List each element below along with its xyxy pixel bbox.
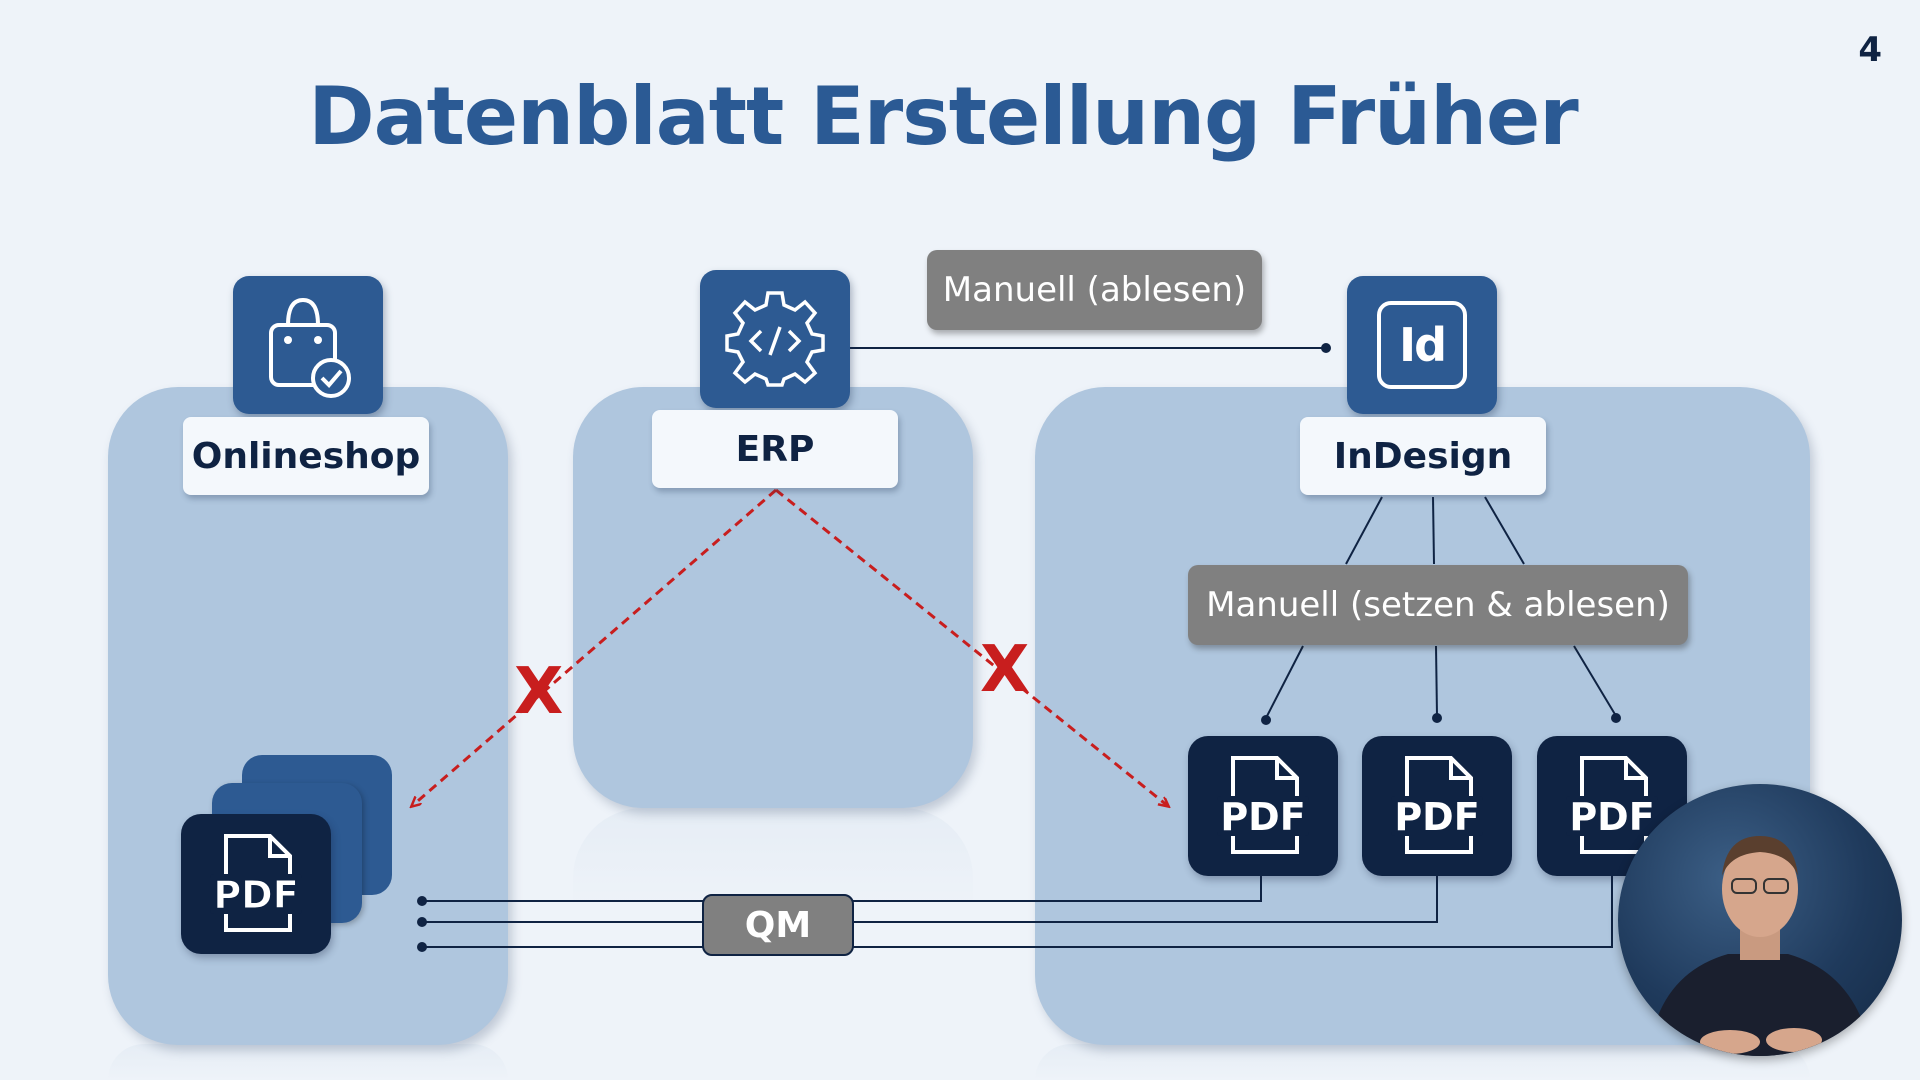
gear-code-icon — [725, 291, 825, 387]
onlineshop-tile — [233, 276, 383, 414]
shopping-bag-check-icon — [269, 297, 351, 398]
pdf-feed-dot-1 — [1261, 715, 1271, 725]
slide-title: Datenblatt Erstellung Früher — [308, 70, 1579, 163]
onlineshop-pdf-tile: PDF — [181, 814, 331, 954]
pdf-label: PDF — [1220, 795, 1305, 839]
indesign-icon: Id — [1377, 301, 1467, 389]
pdf-feed-dot-2 — [1432, 713, 1442, 723]
erp-label: ERP — [652, 410, 898, 488]
qm-line-2 — [422, 874, 1438, 923]
page-number: 4 — [1858, 30, 1882, 70]
pdf-feed-line-3 — [1573, 645, 1617, 717]
manual-read-box: Manuell (ablesen) — [927, 250, 1262, 330]
presenter-silhouette — [1648, 836, 1872, 1056]
indesign-fan-line-1 — [1345, 496, 1383, 565]
pdf-feed-line-2 — [1435, 645, 1438, 717]
blocked-x-right: X — [980, 633, 1030, 707]
panel-reflection-right — [1035, 1044, 1810, 1080]
presenter-video — [1618, 784, 1902, 1056]
indesign-tile: Id — [1347, 276, 1497, 414]
indesign-label: InDesign — [1300, 417, 1546, 495]
qm-line-1 — [422, 874, 1262, 902]
pdf-feed-dot-3 — [1611, 713, 1621, 723]
erp-indesign-endpoint — [1321, 343, 1331, 353]
qm-dot-1 — [417, 896, 427, 906]
erp-tile — [700, 270, 850, 408]
manual-set-read-box: Manuell (setzen & ablesen) — [1188, 565, 1688, 645]
pdf-label: PDF — [213, 873, 298, 917]
pdf-file-icon: PDF — [1217, 756, 1309, 854]
indesign-fan-line-3 — [1484, 496, 1525, 565]
indesign-pdf-tile-1: PDF — [1188, 736, 1338, 876]
pdf-label: PDF — [1569, 795, 1654, 839]
erp-to-indesign-blocked-arrow — [775, 488, 1168, 806]
blocked-x-left: X — [514, 655, 564, 729]
pdf-file-icon: PDF — [1391, 756, 1483, 854]
pdf-label: PDF — [1394, 795, 1479, 839]
pdf-feed-line-1 — [1265, 645, 1304, 719]
qm-line-3 — [422, 874, 1613, 948]
indesign-pdf-tile-2: PDF — [1362, 736, 1512, 876]
pdf-file-icon: PDF — [1566, 756, 1658, 854]
pdf-file-icon: PDF — [210, 834, 302, 932]
indesign-icon-text: Id — [1398, 318, 1447, 372]
indesign-fan-line-2 — [1432, 496, 1435, 565]
panel-reflection-middle — [573, 808, 973, 908]
panel-reflection-left — [108, 1044, 508, 1080]
qm-box: QM — [702, 894, 854, 956]
qm-dot-3 — [417, 942, 427, 952]
qm-dot-2 — [417, 917, 427, 927]
onlineshop-label: Onlineshop — [183, 417, 429, 495]
erp-to-onlineshop-blocked-arrow — [412, 488, 777, 806]
